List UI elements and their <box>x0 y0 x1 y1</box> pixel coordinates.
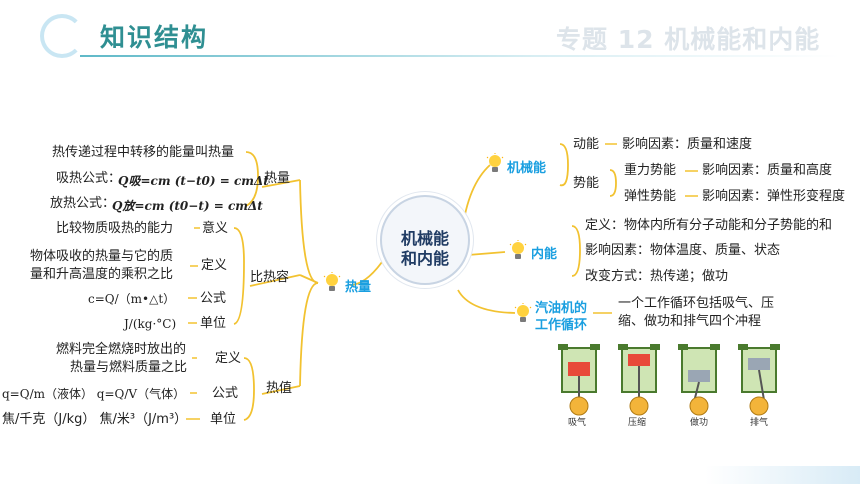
specific-heat-meaning-tag: 意义 <box>202 221 229 236</box>
internal-change: 改变方式：热传递；做功 <box>585 269 729 284</box>
specific-heat-def-line1: 物体吸收的热量与它的质 <box>30 249 174 264</box>
engine-desc-line1: 一个工作循环包括吸气、压 <box>618 296 775 311</box>
specific-heat-def-line2: 量和升高温度的乘积之比 <box>30 267 174 282</box>
heat-value-unit-tag: 单位 <box>210 412 237 427</box>
specific-heat-meaning: 比较物质吸热的能力 <box>56 221 174 236</box>
kinetic-factor: 影响因素：质量和速度 <box>622 137 753 152</box>
heat-value-def-line1: 燃料完全燃烧时放出的 <box>56 342 187 357</box>
header-accent-ring <box>40 14 84 58</box>
branch-label-engine-line1[interactable]: 汽油机的 <box>535 301 588 316</box>
specific-heat-def-tag: 定义 <box>201 258 228 273</box>
engine-stroke-diagrams <box>548 340 788 430</box>
stroke-label-intake: 吸气 <box>568 418 587 428</box>
heat-value-unit: 焦/千克（J/kg） 焦/米³（J/m³） <box>2 412 188 427</box>
topic-title: 专题 12 机械能和内能 <box>556 25 821 54</box>
engine-diagram-compression <box>618 344 660 416</box>
heat-value-formula-tag: 公式 <box>212 386 239 401</box>
stroke-label-power: 做功 <box>690 418 709 428</box>
heat-value-def-tag: 定义 <box>215 351 242 366</box>
branch-label-mechanical[interactable]: 机械能 <box>507 161 547 176</box>
header-title: 知识结构 <box>100 23 209 52</box>
footer-decor <box>705 466 860 484</box>
specific-heat-formula-tag: 公式 <box>200 291 227 306</box>
center-line2: 和内能 <box>400 249 449 268</box>
internal-factors: 影响因素：物体温度、质量、状态 <box>585 243 781 258</box>
bulb-icon <box>323 272 341 294</box>
stroke-label-exhaust: 排气 <box>750 418 769 428</box>
bulb-icon <box>514 303 532 325</box>
heat-node[interactable]: 热量 <box>264 171 291 186</box>
header-divider <box>80 55 840 57</box>
specific-heat-unit: J/(kg·°C) <box>124 317 177 331</box>
heat-release-formula: Q放=cm (t0−t) = cmΔt <box>112 199 263 213</box>
specific-heat-node[interactable]: 比热容 <box>250 270 290 285</box>
engine-diagram-exhaust <box>738 344 780 416</box>
engine-diagram-power <box>678 344 720 416</box>
heat-value-def-line2: 热量与燃料质量之比 <box>70 360 188 375</box>
branch-label-heat[interactable]: 热量 <box>345 280 372 295</box>
heat-value-node[interactable]: 热值 <box>266 381 293 396</box>
gravity-potential-factor: 影响因素：质量和高度 <box>702 163 833 178</box>
heat-definition: 热传递过程中转移的能量叫热量 <box>52 145 235 160</box>
elastic-potential-factor: 影响因素：弹性形变程度 <box>702 189 846 204</box>
branch-label-internal[interactable]: 内能 <box>531 247 558 262</box>
engine-desc-line2: 缩、做功和排气四个冲程 <box>618 314 762 329</box>
bulb-icon <box>486 153 504 175</box>
heat-absorb-label: 吸热公式： <box>56 171 122 186</box>
bulb-icon <box>509 240 527 262</box>
specific-heat-unit-tag: 单位 <box>200 316 227 331</box>
heat-absorb-formula: Q吸=cm (t−t0) = cmΔt <box>118 174 269 188</box>
kinetic-label: 动能 <box>573 137 600 152</box>
elastic-potential-label: 弹性势能 <box>624 189 677 204</box>
heat-value-formula: q=Q/m（液体） q=Q/V（气体） <box>2 387 186 401</box>
gravity-potential-label: 重力势能 <box>624 163 677 178</box>
center-line1: 机械能 <box>400 229 449 248</box>
center-node[interactable]: 机械能 和内能 <box>380 195 470 285</box>
internal-definition: 定义：物体内所有分子动能和分子势能的和 <box>585 218 833 233</box>
specific-heat-formula: c=Q/（m•△t） <box>88 292 176 306</box>
potential-label: 势能 <box>573 176 600 191</box>
branch-label-engine-line2[interactable]: 工作循环 <box>535 318 588 333</box>
engine-diagram-intake <box>558 344 600 416</box>
heat-release-label: 放热公式： <box>50 196 116 211</box>
stroke-label-compression: 压缩 <box>628 418 647 428</box>
